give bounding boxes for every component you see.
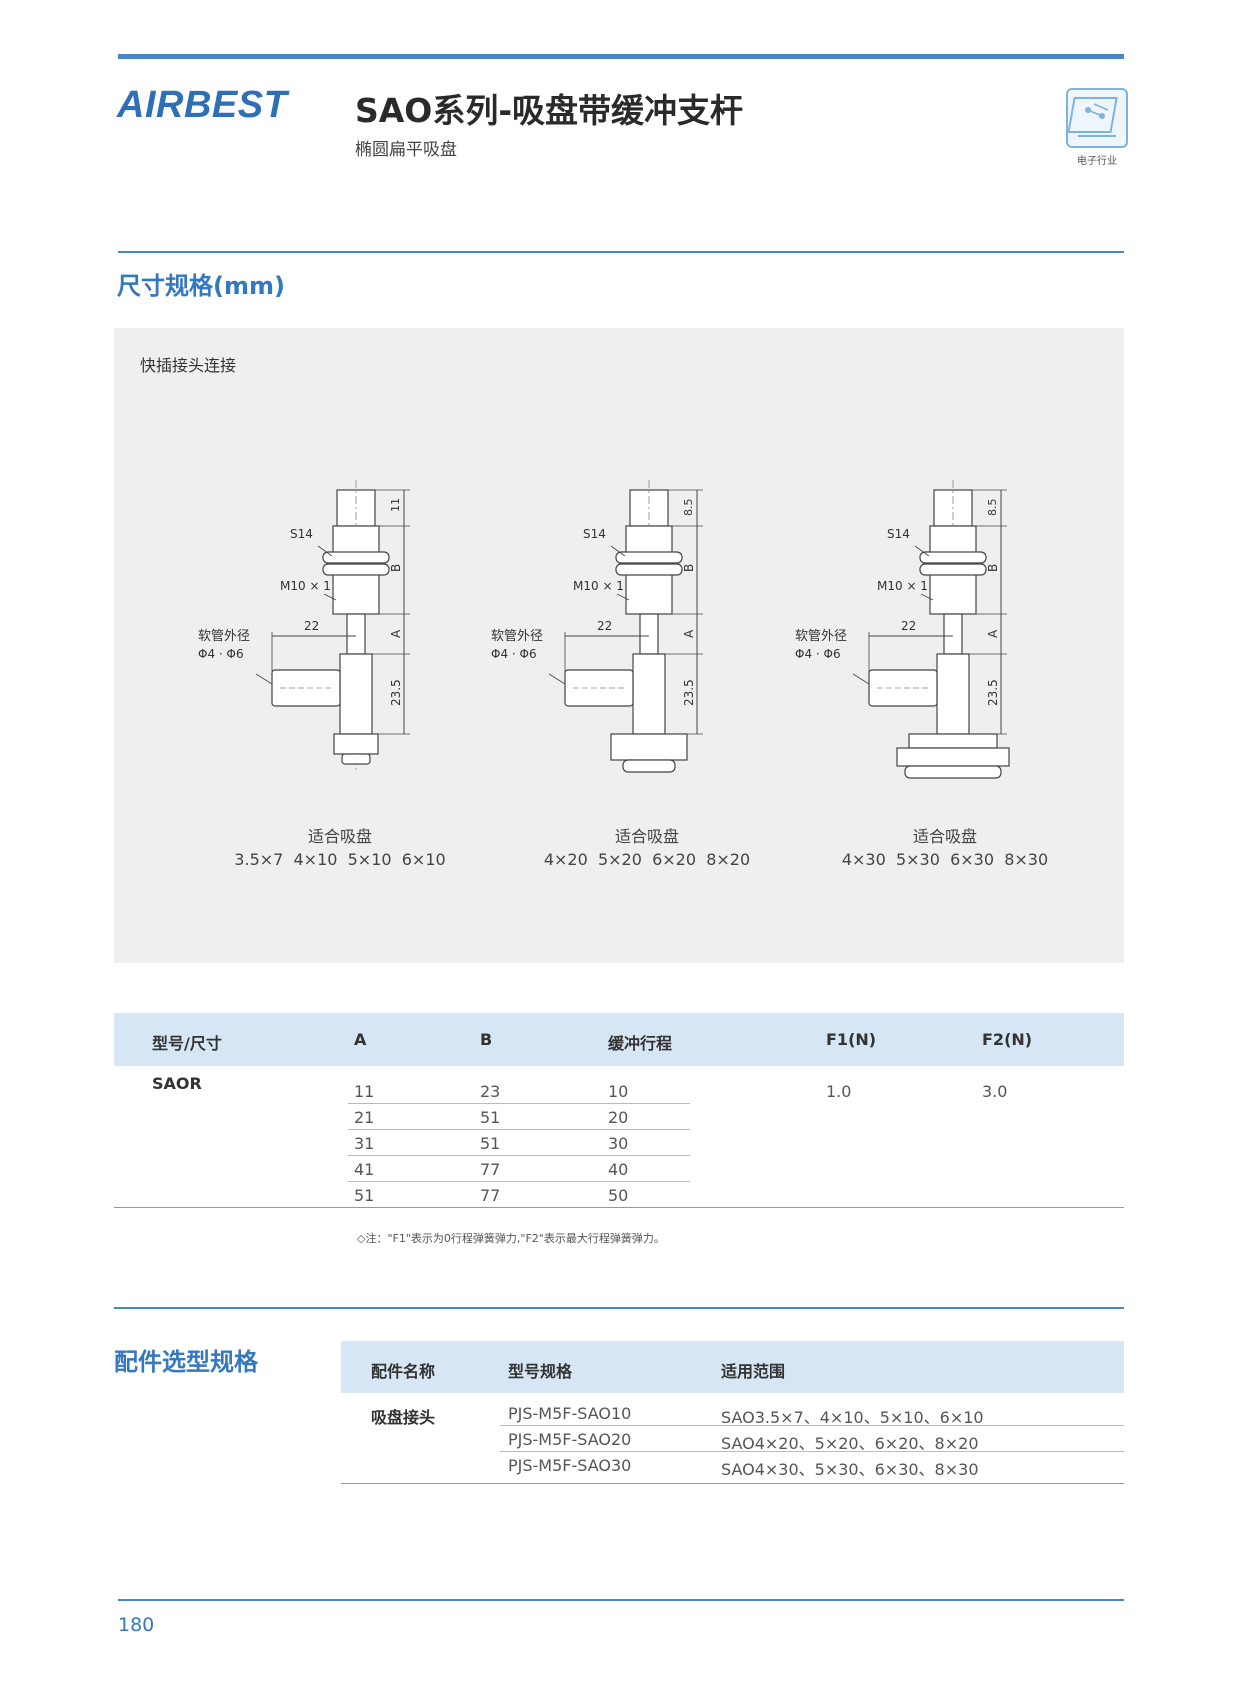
drawing-2-a: A <box>682 629 696 638</box>
drawing-1-b: B <box>389 564 403 572</box>
spec-row-5-stroke: 50 <box>608 1186 629 1205</box>
acc-name: 吸盘接头 <box>371 1408 436 1427</box>
spec-row-2-stroke: 20 <box>608 1108 629 1127</box>
drawing-2-phi: Φ4 · Φ6 <box>491 647 537 661</box>
acc-row-1-model: PJS-M5F-SAO10 <box>508 1404 632 1423</box>
spec-row-4-b: 77 <box>480 1160 501 1179</box>
spec-header-b: B <box>480 1030 493 1049</box>
acc-header-name: 配件名称 <box>371 1362 436 1381</box>
drawing-3-phi: Φ4 · Φ6 <box>795 647 841 661</box>
acc-row-divider <box>500 1425 1124 1426</box>
spec-row-4-a: 41 <box>354 1160 375 1179</box>
drawing-1-phi: Φ4 · Φ6 <box>198 647 244 661</box>
top-rule <box>118 54 1124 59</box>
acc-header-range: 适用范围 <box>721 1362 786 1381</box>
spec-model: SAOR <box>152 1074 202 1093</box>
circuit-board-icon <box>1066 88 1128 148</box>
drawing-1-m10: M10 × 1 <box>280 579 331 593</box>
accessories-heading: 配件选型规格 <box>114 1348 258 1376</box>
acc-row-2-range: SAO4×20、5×20、6×20、8×20 <box>721 1434 979 1453</box>
drawing-1: 11 S14 M10 × 1 22 软管外径 Φ4 · Φ6 B A 23.5 <box>198 479 411 771</box>
spec-table-bottom <box>114 1207 1124 1208</box>
drawing-3-caption-title: 适合吸盘 <box>912 827 977 846</box>
drawing-3-hose: 软管外径 <box>795 629 847 644</box>
spec-row-divider <box>348 1103 690 1104</box>
accessories-rule <box>114 1307 1124 1309</box>
drawing-1-hose: 软管外径 <box>198 629 250 644</box>
industry-badge-label: 电子行业 <box>1077 156 1117 167</box>
drawing-3-m10: M10 × 1 <box>877 579 928 593</box>
spec-header-model: 型号/尺寸 <box>152 1034 222 1053</box>
drawing-2-m10: M10 × 1 <box>573 579 624 593</box>
drawing-1-top-dim: 11 <box>389 498 402 512</box>
acc-row-divider <box>500 1451 1124 1452</box>
spec-row-5-a: 51 <box>354 1186 375 1205</box>
spec-header-f2: F2(N) <box>982 1030 1033 1049</box>
page-number: 180 <box>118 1614 155 1636</box>
spec-row-2-a: 21 <box>354 1108 375 1127</box>
spec-f2: 3.0 <box>982 1082 1008 1101</box>
spec-header-a: A <box>354 1030 367 1049</box>
acc-row-3-range: SAO4×30、5×30、6×30、8×30 <box>721 1460 979 1479</box>
drawing-2-23-5: 23.5 <box>682 679 696 706</box>
drawing-1-caption-sizes: 3.5×7 4×10 5×10 6×10 <box>234 850 446 869</box>
spec-note: ◇注："F1"表示为0行程弹簧弹力,"F2"表示最大行程弹簧弹力。 <box>357 1232 665 1245</box>
drawing-1-s14: S14 <box>290 527 313 541</box>
drawing-3-23-5: 23.5 <box>986 679 1000 706</box>
drawing-2-caption-title: 适合吸盘 <box>614 827 679 846</box>
dimensions-heading: 尺寸规格(mm) <box>117 272 285 300</box>
drawing-1-23-5: 23.5 <box>389 679 403 706</box>
drawing-3-top-dim: 8.5 <box>986 499 999 517</box>
acc-table-bottom <box>341 1483 1124 1484</box>
spec-row-divider <box>348 1181 690 1182</box>
drawing-3-s14: S14 <box>887 527 910 541</box>
accessories-table-header <box>341 1341 1124 1393</box>
acc-row-1-range: SAO3.5×7、4×10、5×10、6×10 <box>721 1408 984 1427</box>
drawing-2-hose: 软管外径 <box>491 629 543 644</box>
acc-row-3-model: PJS-M5F-SAO30 <box>508 1456 632 1475</box>
spec-table-header <box>114 1013 1124 1066</box>
drawing-3-a: A <box>986 629 1000 638</box>
drawing-3-b: B <box>986 564 1000 572</box>
page-title: SAO系列-吸盘带缓冲支杆 <box>355 91 744 130</box>
spec-row-divider <box>348 1155 690 1156</box>
footer-rule <box>118 1599 1124 1601</box>
drawing-3: 8.5 S14 M10 × 1 22 软管外径 Φ4 · Φ6 B A 23.5 <box>795 479 1010 779</box>
spec-row-1-stroke: 10 <box>608 1082 629 1101</box>
acc-row-2-model: PJS-M5F-SAO20 <box>508 1430 632 1449</box>
spec-row-3-b: 51 <box>480 1134 501 1153</box>
drawing-2-top-dim: 8.5 <box>682 499 695 517</box>
drawing-1-a: A <box>389 629 403 638</box>
spec-row-1-b: 23 <box>480 1082 501 1101</box>
drawing-2: 8.5 S14 M10 × 1 22 软管外径 Φ4 · Φ6 B A 23.5 <box>491 479 704 773</box>
drawing-3-caption-sizes: 4×30 5×30 6×30 8×30 <box>841 850 1049 869</box>
panel-label: 快插接头连接 <box>140 356 237 375</box>
drawing-2-b: B <box>682 564 696 572</box>
page-subtitle: 椭圆扁平吸盘 <box>355 140 457 160</box>
spec-header-stroke: 缓冲行程 <box>608 1034 673 1053</box>
spec-row-divider <box>348 1129 690 1130</box>
section-rule <box>118 251 1124 253</box>
spec-f1: 1.0 <box>826 1082 852 1101</box>
acc-header-model: 型号规格 <box>508 1362 573 1381</box>
drawing-2-22: 22 <box>597 619 612 633</box>
spec-row-4-stroke: 40 <box>608 1160 629 1179</box>
spec-row-3-a: 31 <box>354 1134 375 1153</box>
spec-row-5-b: 77 <box>480 1186 501 1205</box>
spec-row-3-stroke: 30 <box>608 1134 629 1153</box>
technical-drawings: 11 S14 M10 × 1 22 软管外径 Φ4 · Φ6 B A 23.5 … <box>198 479 1010 779</box>
drawing-2-s14: S14 <box>583 527 606 541</box>
drawing-2-caption-sizes: 4×20 5×20 6×20 8×20 <box>543 850 751 869</box>
drawing-1-22: 22 <box>304 619 319 633</box>
drawing-1-caption-title: 适合吸盘 <box>307 827 372 846</box>
drawing-3-22: 22 <box>901 619 916 633</box>
spec-row-2-b: 51 <box>480 1108 501 1127</box>
spec-row-1-a: 11 <box>354 1082 375 1101</box>
brand-logo: AIRBEST <box>117 84 288 126</box>
spec-header-f1: F1(N) <box>826 1030 877 1049</box>
